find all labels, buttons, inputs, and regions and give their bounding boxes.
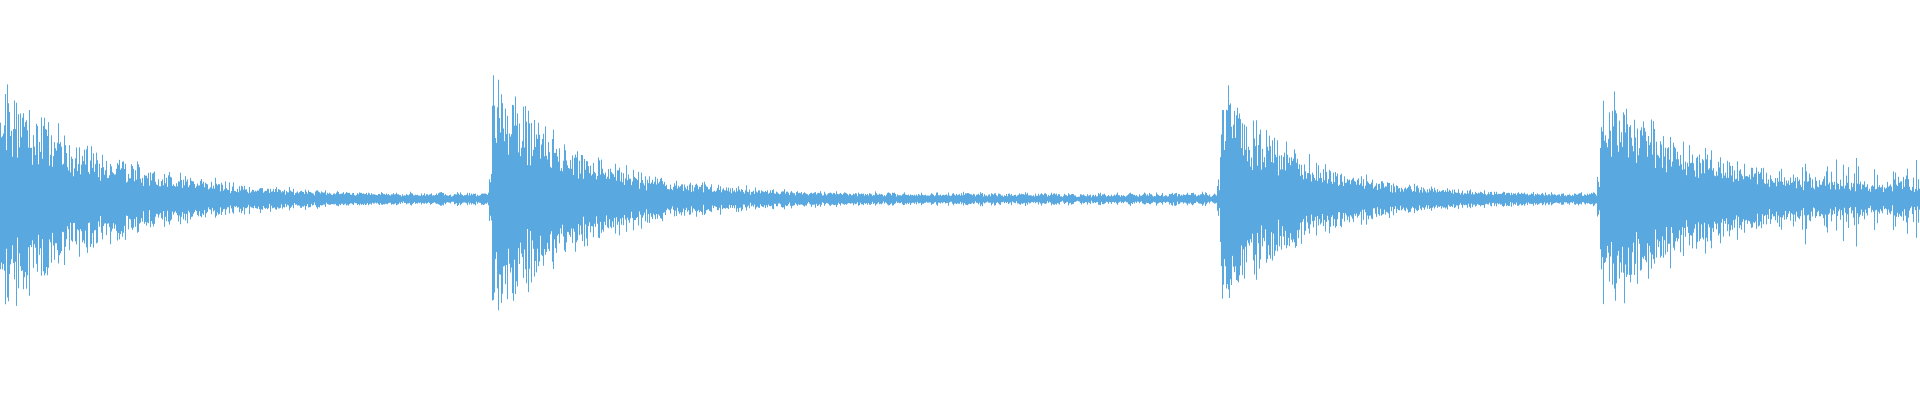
waveform-samples: [0, 75, 1920, 311]
waveform-trace: [0, 75, 1920, 311]
